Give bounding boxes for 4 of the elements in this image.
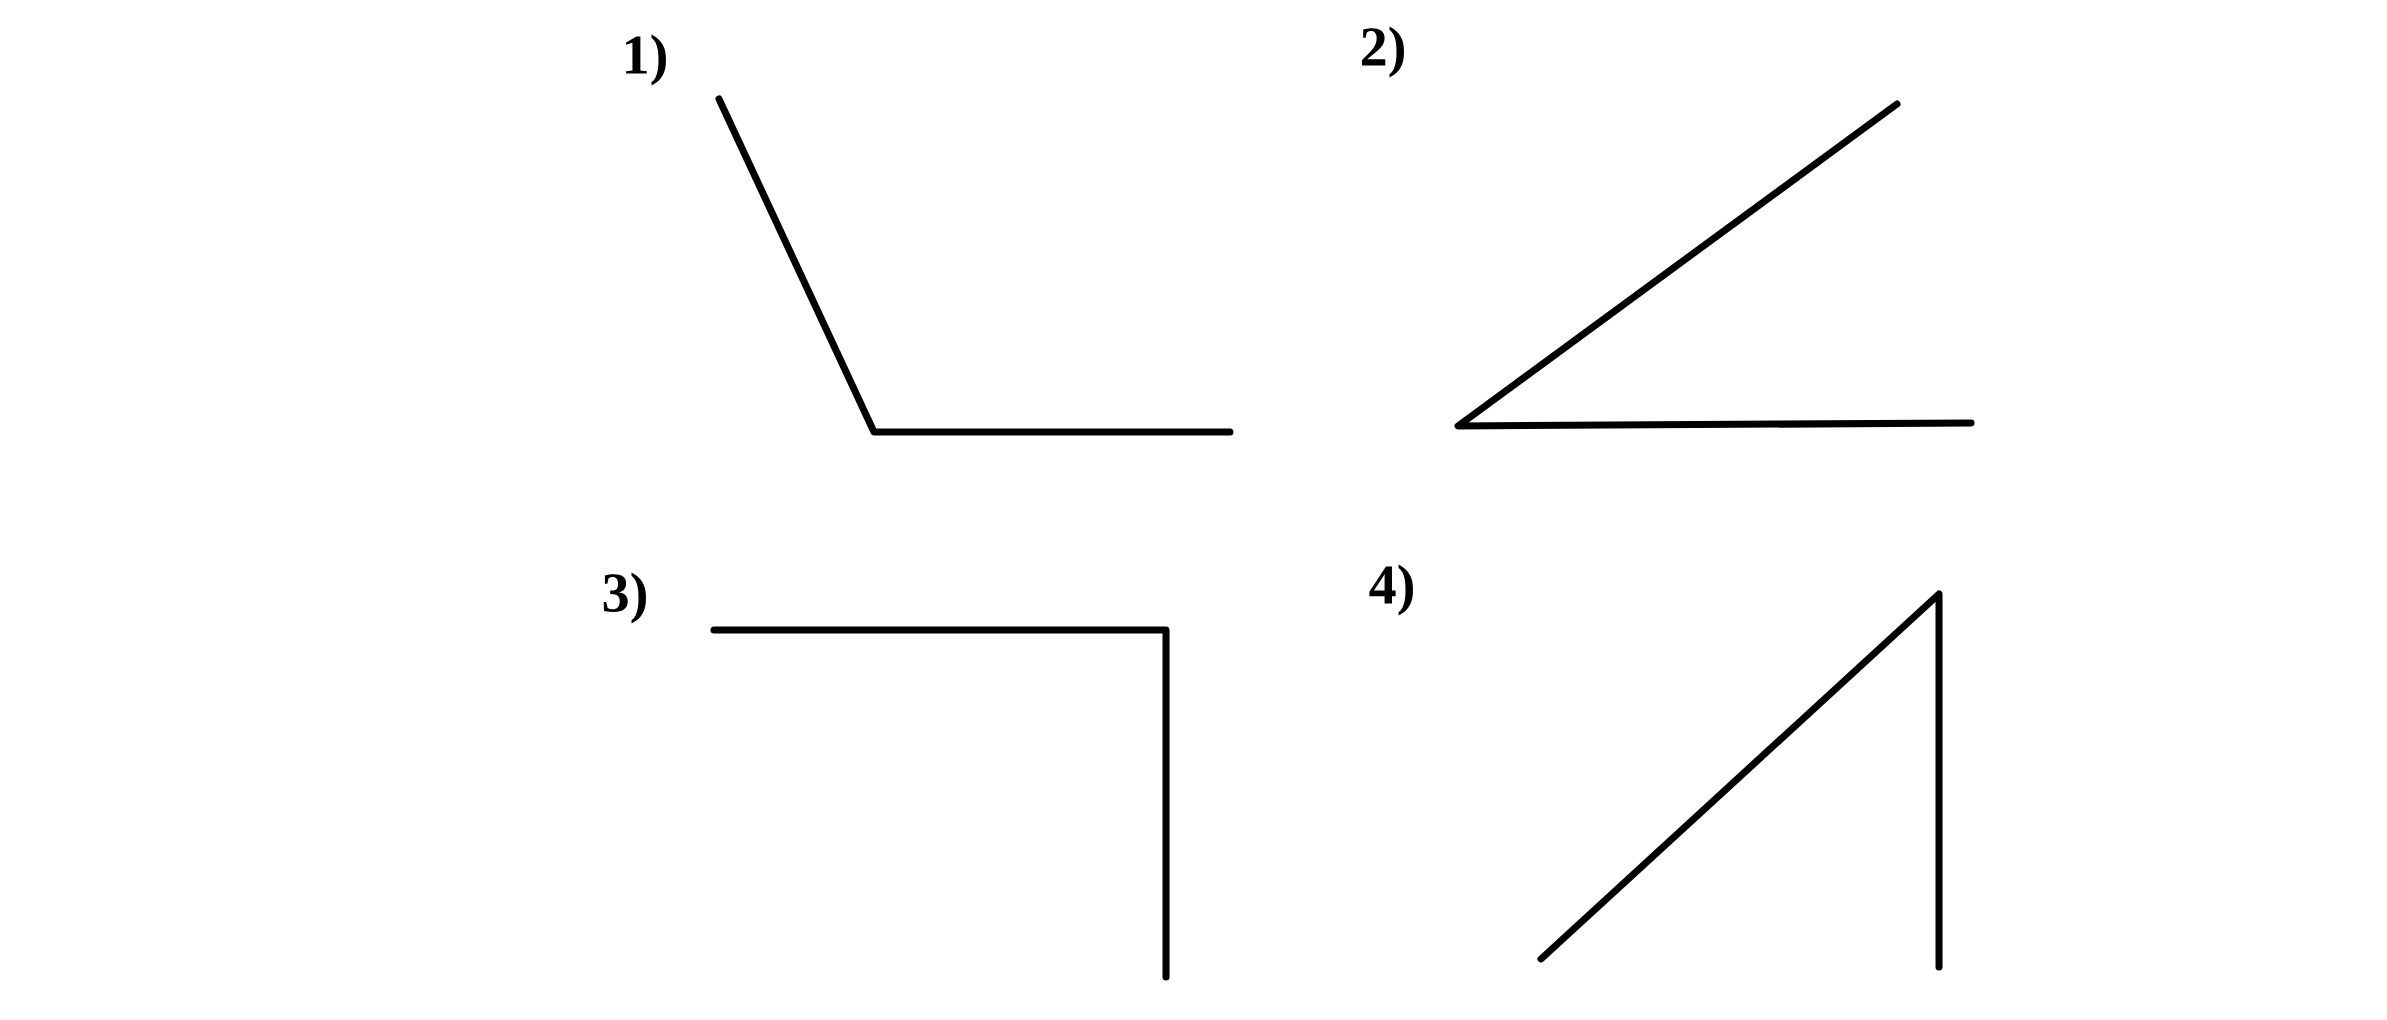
figure-number: 3) xyxy=(603,572,646,624)
figure-number: 4) xyxy=(1369,564,1413,616)
figure-number: 2) xyxy=(1361,26,1404,78)
figure-number: 1) xyxy=(626,34,666,86)
